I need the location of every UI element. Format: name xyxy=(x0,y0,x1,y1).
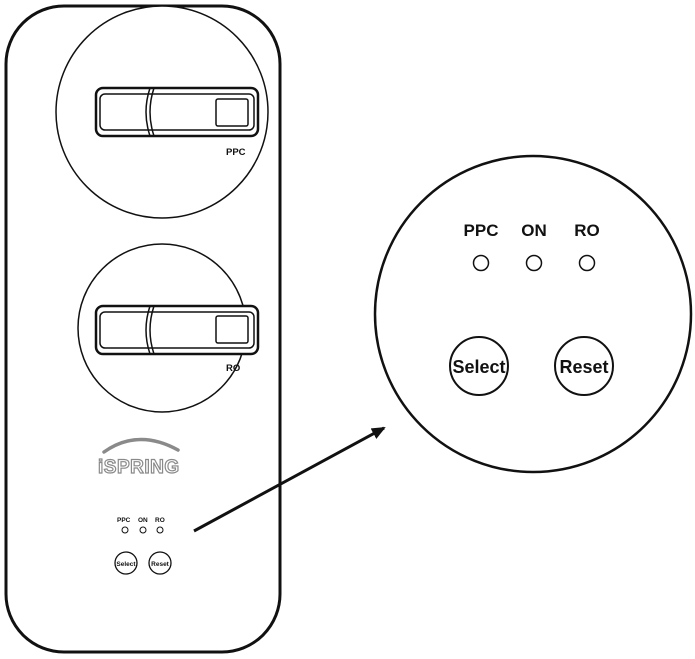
filter-ro-handle[interactable] xyxy=(94,304,260,356)
callout-arrow xyxy=(193,426,386,533)
indicator-label-ro: RO xyxy=(574,221,600,240)
indicator-label-on: ON xyxy=(521,221,547,240)
select-button-label: Select xyxy=(452,357,505,377)
device-control-panel: PPC ON RO Select Reset xyxy=(114,517,172,575)
device-indicator-label-ro: RO xyxy=(155,517,165,524)
device-indicator-label-ppc: PPC xyxy=(117,517,131,524)
logo-text: iSPRING xyxy=(98,457,180,478)
device-select-button[interactable]: Select xyxy=(114,551,138,575)
device-led-on xyxy=(139,526,147,534)
filter-ro: RO xyxy=(77,243,260,413)
filter-ro-label: RO xyxy=(226,363,240,374)
select-button[interactable]: Select xyxy=(449,336,509,396)
ispring-logo: iSPRING xyxy=(97,437,180,479)
svg-text:Select: Select xyxy=(116,561,136,568)
reset-button-label: Reset xyxy=(559,357,608,377)
indicator-led-on xyxy=(525,254,543,272)
device-led-ro xyxy=(156,526,164,534)
filter-ppc-handle[interactable] xyxy=(94,86,260,138)
magnified-control-panel: PPC ON RO Select Reset xyxy=(373,154,693,474)
reset-button[interactable]: Reset xyxy=(554,336,614,396)
indicator-led-ro xyxy=(578,254,596,272)
indicator-led-ppc xyxy=(472,254,490,272)
device-reset-button[interactable]: Reset xyxy=(148,551,172,575)
filter-ppc: PPC xyxy=(55,5,269,219)
device-indicator-label-on: ON xyxy=(138,517,148,524)
svg-text:Reset: Reset xyxy=(151,561,170,568)
device-led-ppc xyxy=(121,526,129,534)
indicator-label-ppc: PPC xyxy=(464,221,499,240)
magnified-panel-outline xyxy=(373,154,693,474)
logo-swoosh xyxy=(102,437,180,454)
filter-ppc-label: PPC xyxy=(226,147,246,158)
